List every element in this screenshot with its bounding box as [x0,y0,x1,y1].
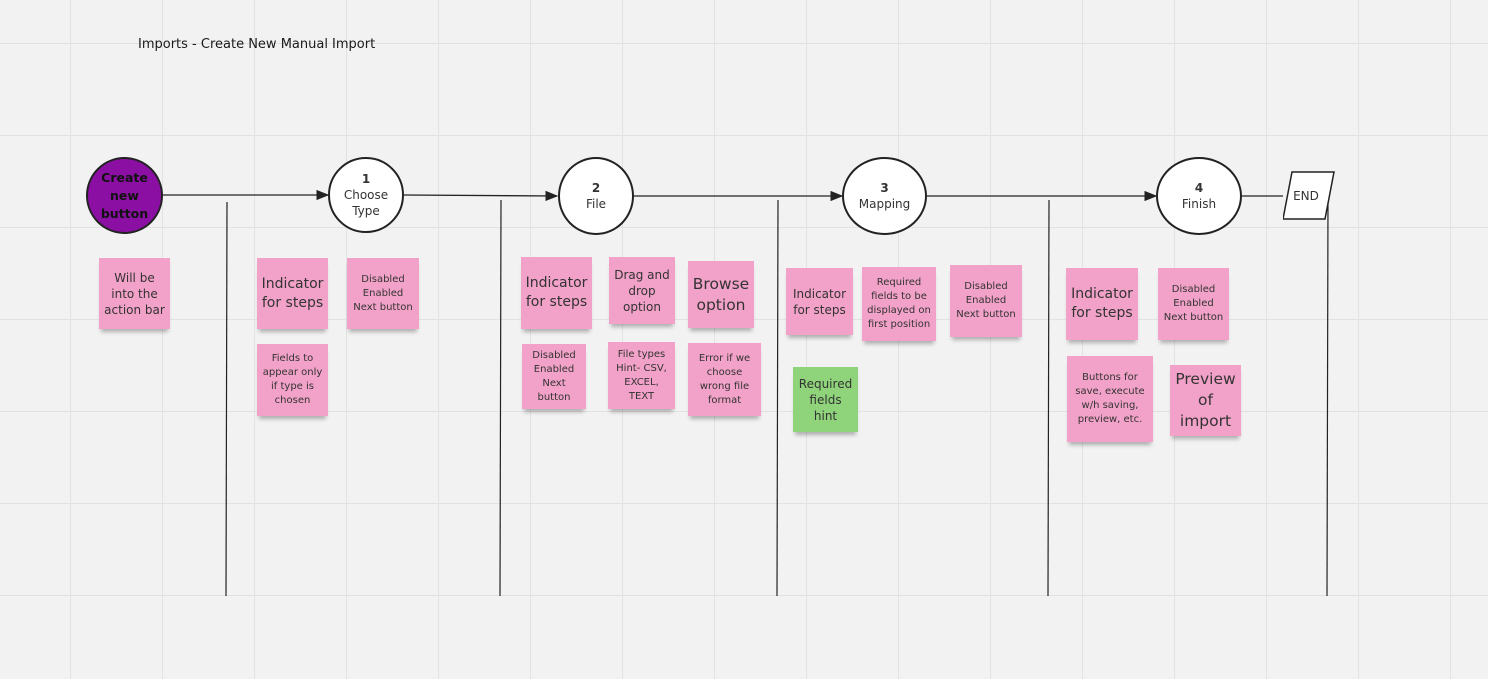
start-node-label: Create new button [100,169,149,221]
sticky-note[interactable]: Disabled Enabled Next button [522,344,586,409]
step-number: 4 [1194,181,1204,195]
start-node[interactable]: Create new button [86,157,163,234]
lane-divider-2 [499,199,502,597]
step-label: Mapping [858,197,911,211]
step-number: 2 [591,181,601,195]
sticky-note[interactable]: Will be into the action bar [99,258,170,329]
sticky-note[interactable]: Drag and drop option [609,257,675,324]
sticky-note[interactable]: Required fields hint [793,367,858,432]
step-node-finish[interactable]: 4 Finish [1156,157,1242,235]
sticky-note[interactable]: Disabled Enabled Next button [1158,268,1229,340]
sticky-note[interactable]: Error if we choose wrong file format [688,343,761,416]
end-parallelogram-shape [1283,171,1335,220]
sticky-note[interactable]: Required fields to be displayed on first… [862,267,936,341]
step-number: 3 [880,181,889,195]
sticky-note[interactable]: Fields to appear only if type is chosen [257,344,328,416]
step-number: 1 [361,172,371,186]
sticky-note[interactable]: Disabled Enabled Next button [950,265,1022,337]
sticky-note[interactable]: Disabled Enabled Next button [347,258,419,329]
lane-divider-4 [1047,199,1050,597]
step-node-mapping[interactable]: 3 Mapping [842,157,927,235]
sticky-note[interactable]: Indicator for steps [257,258,328,329]
sticky-note[interactable]: Buttons for save, execute w/h saving, pr… [1067,356,1153,442]
sticky-note[interactable]: Indicator for steps [521,257,592,329]
step-label: Choose Type [343,188,389,218]
lane-divider-1 [225,201,228,597]
lane-divider-5 [1326,197,1329,597]
step-label: File [585,197,607,211]
sticky-note[interactable]: Browse option [688,261,754,328]
end-node[interactable]: END [1283,171,1335,220]
diagram-title: Imports - Create New Manual Import [138,37,376,52]
sticky-note[interactable]: Indicator for steps [1066,268,1138,340]
lane-divider-3 [776,199,779,597]
step-node-choose-type[interactable]: 1 Choose Type [328,157,404,233]
end-label: END [1293,188,1319,203]
step-node-file[interactable]: 2 File [558,157,634,235]
sticky-note[interactable]: Indicator for steps [786,268,853,335]
arrow-step1-to-step2 [403,190,559,202]
sticky-note[interactable]: Preview of import [1170,365,1241,436]
step-label: Finish [1181,197,1217,211]
sticky-note[interactable]: File types Hint- CSV, EXCEL, TEXT [608,342,675,409]
